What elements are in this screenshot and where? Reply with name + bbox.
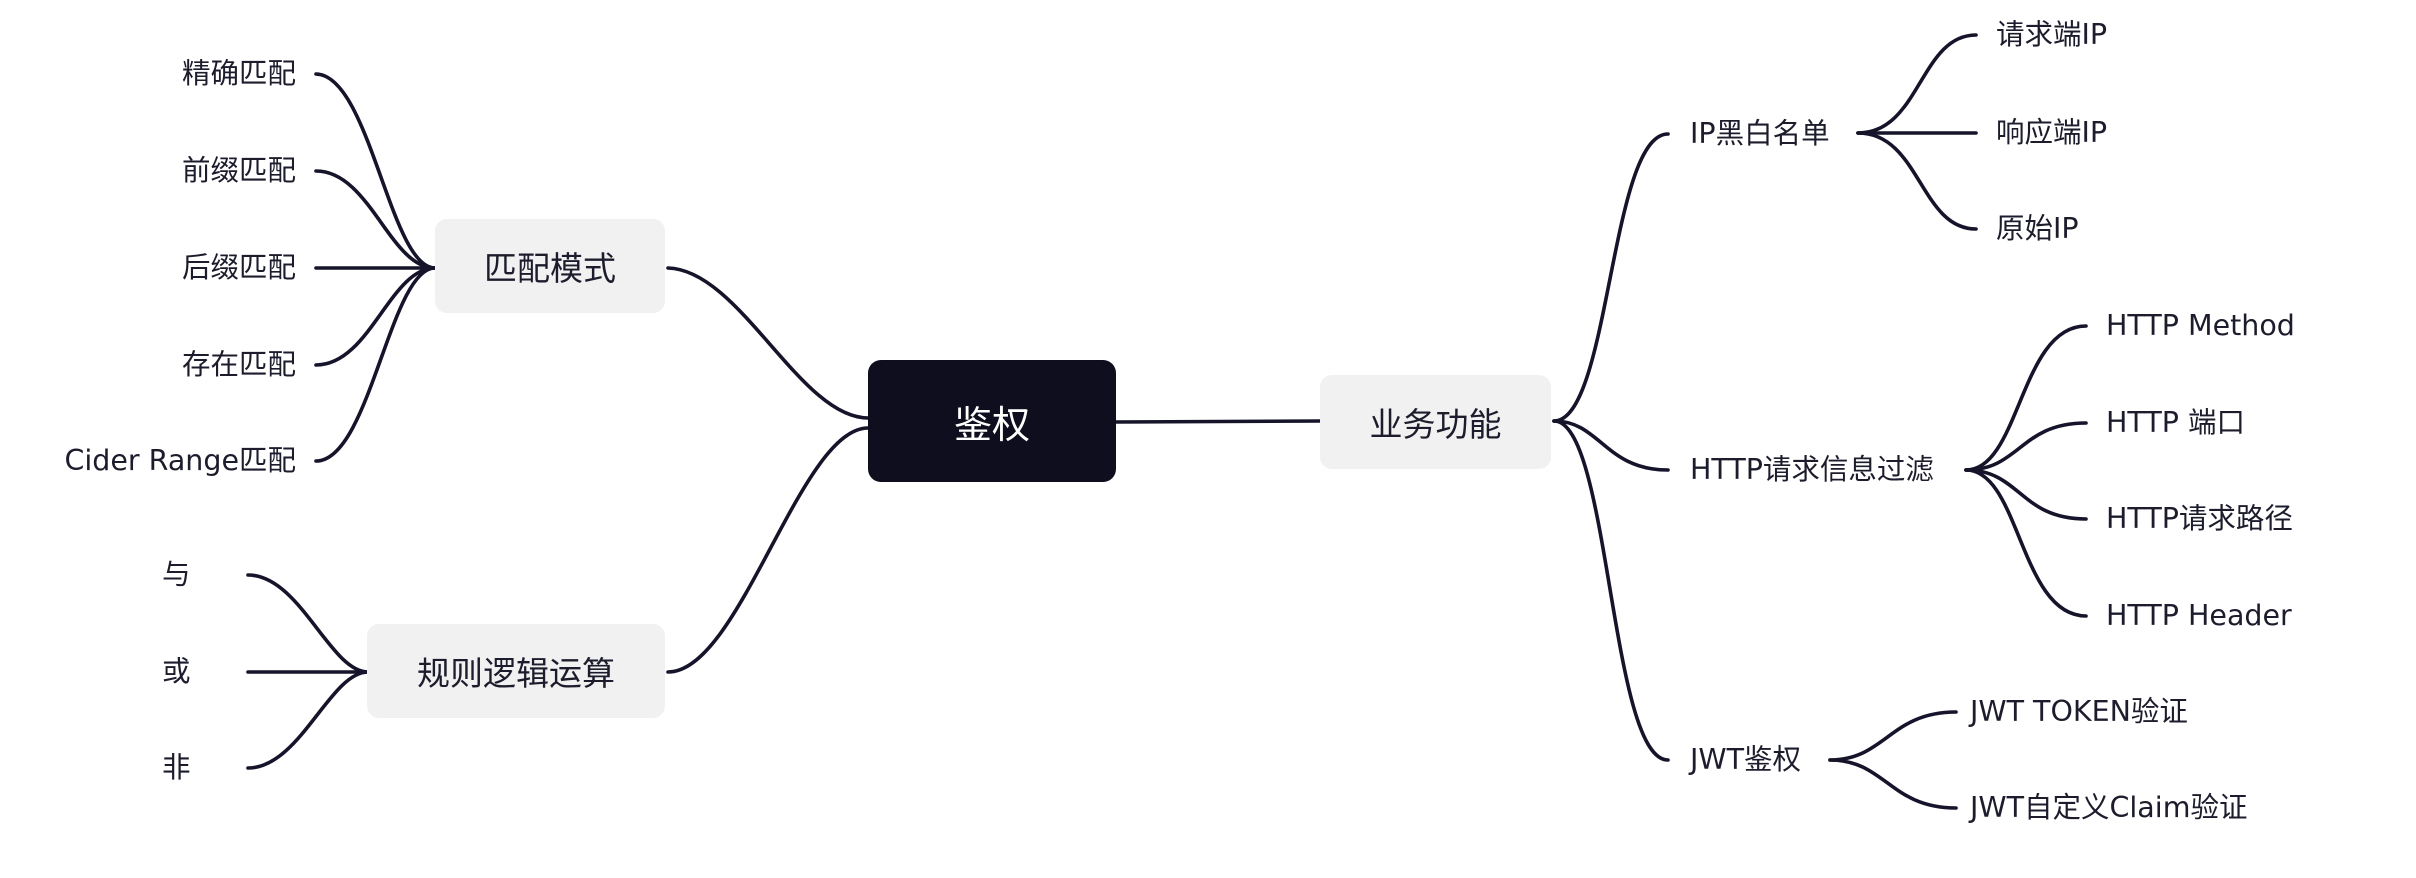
- leaf-match-exists[interactable]: 存在匹配: [181, 347, 296, 381]
- leaf-http-header[interactable]: HTTP Header: [2106, 598, 2292, 632]
- branch-business[interactable]: 业务功能: [1320, 375, 1551, 469]
- leaf-http-path[interactable]: HTTP请求路径: [2106, 501, 2293, 535]
- edge-logic-not: [246, 670, 370, 770]
- edge-jwt-token: [1828, 710, 1958, 762]
- root-node-label: 鉴权: [953, 402, 1030, 447]
- leaf-logic-and[interactable]: 与: [162, 557, 191, 591]
- branch-logic-ops[interactable]: 规则逻辑运算: [367, 624, 665, 718]
- edge-match-exact: [314, 72, 437, 270]
- branch-business-label: 业务功能: [1369, 405, 1502, 444]
- edge-business-http: [1552, 419, 1670, 472]
- edge-business-ip: [1552, 132, 1670, 423]
- edge-match-cidr: [314, 266, 437, 463]
- leaf-logic-not[interactable]: 非: [162, 750, 191, 784]
- node-http-filter[interactable]: HTTP请求信息过滤: [1690, 452, 1934, 486]
- edge-ip-client: [1856, 33, 1978, 135]
- leaf-ip-client[interactable]: 请求端IP: [1996, 17, 2108, 51]
- edge-match-prefix: [314, 169, 437, 270]
- leaf-http-method[interactable]: HTTP Method: [2106, 308, 2295, 342]
- edge-root-to-business: [1114, 419, 1322, 424]
- leaf-http-port[interactable]: HTTP 端口: [2106, 405, 2245, 439]
- branch-logic-ops-label: 规则逻辑运算: [417, 654, 615, 693]
- node-ip-blackwhitelist[interactable]: IP黑白名单: [1690, 116, 1830, 150]
- edge-root-to-logic-ops: [666, 426, 870, 674]
- edge-http-port: [1964, 421, 2088, 472]
- leaf-jwt-claim[interactable]: JWT自定义Claim验证: [1970, 790, 2248, 824]
- edge-jwt-claim: [1828, 758, 1958, 810]
- edge-http-header: [1964, 468, 2088, 618]
- edge-business-jwt: [1552, 419, 1670, 762]
- leaf-logic-or[interactable]: 或: [162, 654, 191, 688]
- leaf-match-prefix[interactable]: 前缀匹配: [181, 153, 296, 187]
- leaf-match-exact[interactable]: 精确匹配: [181, 56, 296, 90]
- branch-match-mode-label: 匹配模式: [484, 249, 616, 288]
- edge-root-to-match-mode: [666, 266, 870, 420]
- edge-match-exists: [314, 266, 437, 367]
- leaf-match-suffix[interactable]: 后缀匹配: [181, 250, 296, 284]
- leaf-match-cidr[interactable]: Cider Range匹配: [64, 443, 296, 477]
- branch-match-mode[interactable]: 匹配模式: [435, 219, 665, 313]
- edge-http-method: [1964, 324, 2088, 472]
- node-jwt-auth[interactable]: JWT鉴权: [1690, 742, 1801, 776]
- edge-logic-and: [246, 573, 370, 674]
- edge-http-path: [1964, 468, 2088, 521]
- leaf-ip-response[interactable]: 响应端IP: [1996, 115, 2108, 149]
- root-node[interactable]: 鉴权: [868, 360, 1116, 482]
- leaf-ip-origin[interactable]: 原始IP: [1996, 211, 2079, 245]
- leaf-jwt-token[interactable]: JWT TOKEN验证: [1970, 694, 2188, 728]
- edge-ip-origin: [1856, 131, 1978, 231]
